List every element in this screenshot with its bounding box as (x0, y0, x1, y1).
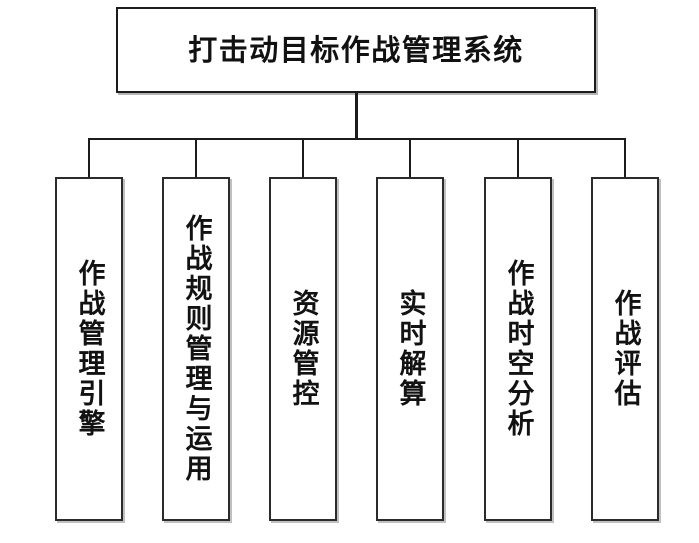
root-node-system[interactable]: 打击动目标作战管理系统 (116, 7, 596, 93)
connector-drop-2 (195, 138, 197, 177)
child-node-4[interactable]: 实时解算 (376, 177, 444, 521)
child-node-6[interactable]: 作战评估 (591, 177, 659, 521)
child-node-2-label: 作战规则管理与运用 (180, 214, 212, 484)
root-node-label: 打击动目标作战管理系统 (188, 32, 524, 67)
connector-trunk-vertical (355, 93, 358, 140)
child-node-6-label: 作战评估 (609, 289, 641, 409)
child-node-5[interactable]: 作战时空分析 (484, 177, 552, 521)
connector-drop-5 (517, 138, 519, 177)
connector-drop-6 (624, 138, 626, 177)
connector-drop-1 (88, 138, 90, 177)
connector-horizontal-bus (89, 138, 625, 140)
child-node-4-label: 实时解算 (394, 289, 426, 409)
child-node-3-label: 资源管控 (287, 289, 319, 409)
connector-drop-3 (302, 138, 304, 177)
connector-drop-4 (409, 138, 411, 177)
child-node-3[interactable]: 资源管控 (269, 177, 337, 521)
child-node-1[interactable]: 作战管理引擎 (55, 177, 123, 521)
child-node-1-label: 作战管理引擎 (73, 259, 105, 439)
child-node-5-label: 作战时空分析 (502, 259, 534, 439)
child-node-2[interactable]: 作战规则管理与运用 (162, 177, 230, 521)
